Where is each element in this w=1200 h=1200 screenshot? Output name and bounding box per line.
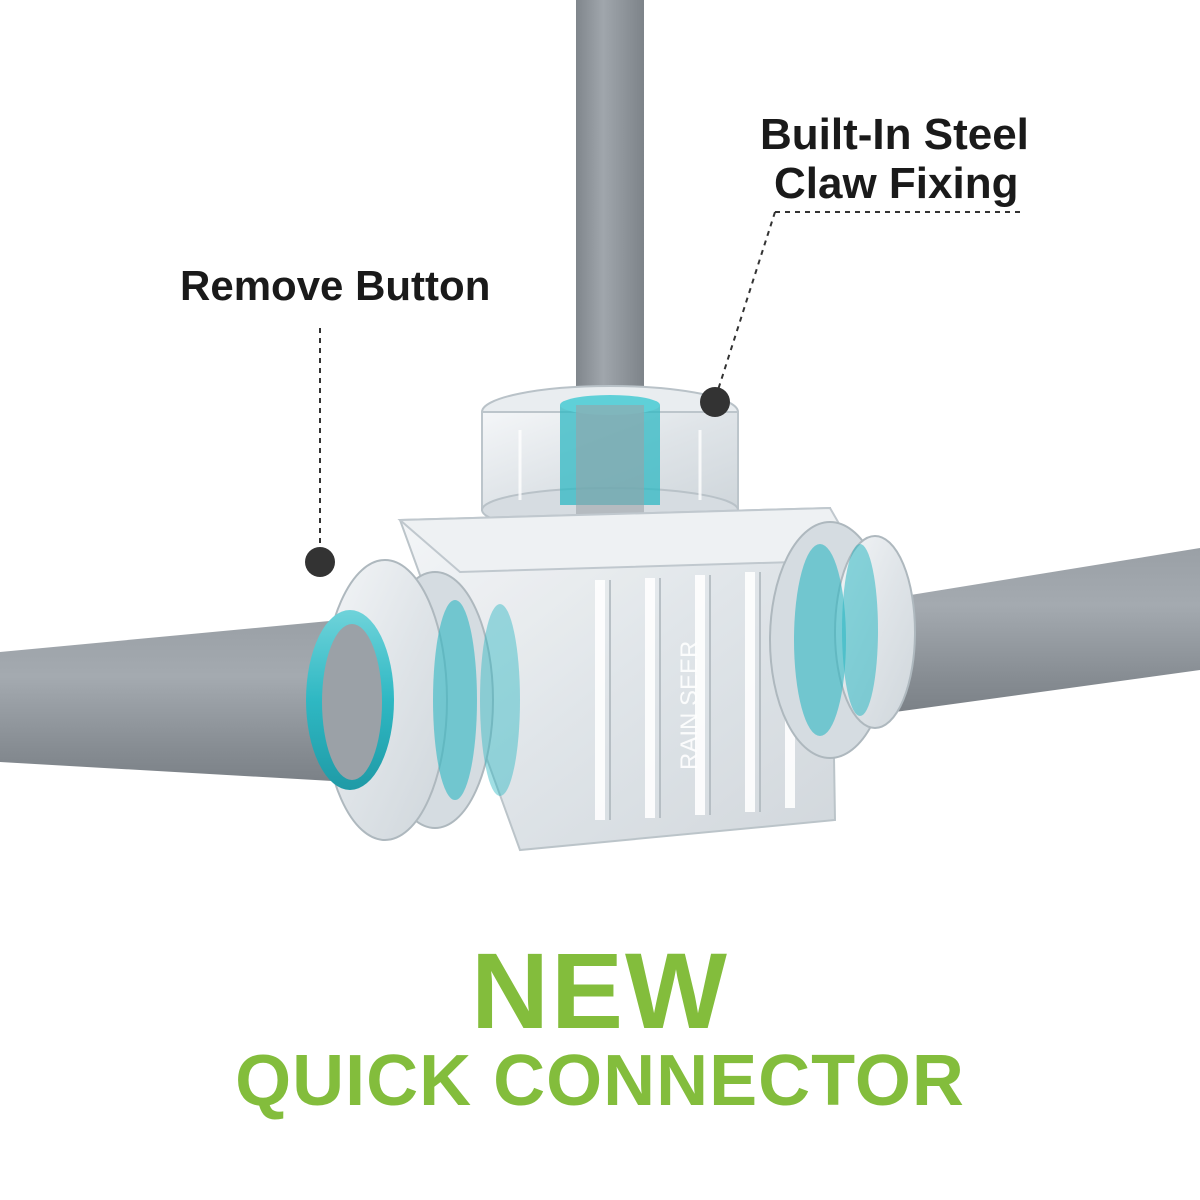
connector-body <box>397 506 862 852</box>
claw-fixing-label-line1: Built-In Steel <box>760 110 1029 159</box>
headline-quick-connector: QUICK CONNECTOR <box>235 1041 965 1121</box>
vertical-tube <box>576 0 644 430</box>
remove-button-label: Remove Button <box>180 262 491 309</box>
claw-fixing-label: Built-In Steel Claw Fixing <box>760 110 1029 209</box>
top-collet <box>481 385 739 533</box>
remove-button-leader <box>305 328 335 577</box>
horizontal-tube <box>0 548 1200 782</box>
right-collar <box>769 521 916 759</box>
headline-new: NEW <box>471 930 729 1051</box>
left-collar <box>306 559 520 841</box>
claw-fixing-leader <box>700 211 1024 417</box>
engraved-brand-text: RAIN SEER <box>676 641 703 770</box>
claw-fixing-label-line2: Claw Fixing <box>774 159 1019 209</box>
